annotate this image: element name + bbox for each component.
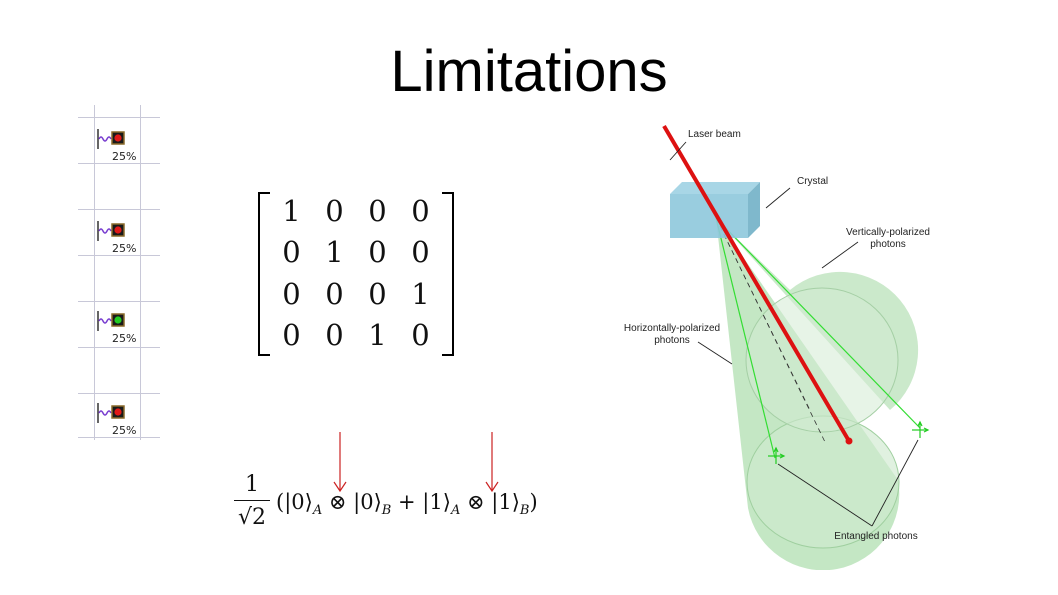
subscript: A: [312, 503, 323, 519]
measurement-device-icon: [97, 129, 125, 149]
grid-line: [94, 105, 95, 440]
grid-line: [78, 301, 160, 302]
fraction: 1 √2: [232, 472, 272, 533]
photon-path: [715, 217, 776, 459]
red-down-arrow: [485, 432, 499, 493]
matrix-cell: 1: [282, 193, 301, 228]
grid-line: [78, 209, 160, 210]
measurement-device-icon: [97, 403, 125, 423]
grid-line: [78, 347, 160, 348]
laser-endpoint: [845, 437, 853, 445]
cone-axis: [715, 217, 826, 443]
fraction-denominator: √2: [237, 505, 266, 530]
matrix-cell: 0: [325, 318, 344, 353]
matrix-cell: 0: [282, 318, 301, 353]
leader-line: [765, 187, 791, 209]
formula-part: ): [529, 490, 538, 514]
matrix-cell: 0: [411, 193, 430, 228]
probability-label: 25%: [112, 242, 137, 255]
formula-part: ⊗ |0⟩: [322, 490, 382, 514]
matrix-cell: 0: [282, 276, 301, 311]
cnot-matrix: 1 0 0 0 0 1 0 0 0 0 0 1 0 0 1 0: [258, 190, 454, 356]
matrix-cell: 0: [368, 235, 387, 270]
slide-title: Limitations: [390, 39, 668, 104]
probability-label: 25%: [112, 424, 137, 437]
matrix-right-bracket: [442, 192, 454, 356]
entangled-photons-label: Entangled photons: [834, 531, 917, 542]
qubit-measure-2: 25%: [96, 219, 152, 259]
spdc-diagram: Laser beam Crystal Vertically-polarized …: [624, 124, 930, 570]
matrix-cell: 1: [325, 235, 344, 270]
matrix-cell: 0: [282, 235, 301, 270]
formula-part: + |1⟩: [391, 490, 451, 514]
matrix-cell: 1: [368, 318, 387, 353]
qubit-panel: 25% 25% 25% 25%: [78, 105, 160, 440]
leader-line: [777, 463, 873, 527]
vertical-cone-base: [745, 287, 899, 433]
formula-part: (|0⟩: [276, 490, 313, 514]
matrix-cells: 1 0 0 0 0 1 0 0 0 0 0 1 0 0 1 0: [270, 190, 442, 356]
red-down-arrow: [333, 432, 347, 493]
qubit-measure-3: 25%: [96, 309, 152, 349]
photon-marker: [912, 420, 930, 438]
matrix-left-bracket: [258, 192, 270, 356]
horizontal-photons-label: photons: [654, 335, 690, 346]
subscript: A: [450, 503, 461, 519]
formula-arrows: [333, 432, 499, 493]
matrix-cell: 0: [325, 193, 344, 228]
matrix-cell: 0: [411, 235, 430, 270]
probability-label: 25%: [112, 150, 137, 163]
grid-line: [78, 437, 160, 438]
fraction-bar: [234, 500, 270, 501]
grid-line: [78, 255, 160, 256]
matrix-cell: 0: [368, 276, 387, 311]
vertical-photons-label: Vertically-polarized: [846, 227, 930, 238]
matrix-cell: 0: [368, 193, 387, 228]
formula-part: ⊗ |1⟩: [460, 490, 520, 514]
leader-line: [669, 141, 687, 161]
subscript: B: [519, 503, 530, 519]
measurement-device-icon: [97, 311, 125, 331]
grid-line: [140, 105, 141, 440]
grid-line: [78, 117, 160, 118]
leader-line: [821, 241, 859, 269]
leader-line: [697, 341, 733, 365]
probability-label: 25%: [112, 332, 137, 345]
grid-line: [78, 163, 160, 164]
formula-expression: (|0⟩A ⊗ |0⟩B + |1⟩A ⊗ |1⟩B): [276, 490, 538, 518]
subscript: B: [381, 503, 392, 519]
photon-marker: [768, 446, 786, 464]
measurement-device-icon: [97, 221, 125, 241]
vertical-photons-label: photons: [870, 239, 906, 250]
matrix-cell: 0: [411, 318, 430, 353]
matrix-cell: 0: [325, 276, 344, 311]
qubit-measure-1: 25%: [96, 127, 152, 167]
laser-beam-label: Laser beam: [688, 129, 741, 140]
horizontal-photons-label: Horizontally-polarized: [624, 323, 720, 334]
crystal-label: Crystal: [797, 176, 828, 187]
grid-line: [78, 393, 160, 394]
photon-path: [715, 217, 921, 429]
leader-line: [871, 439, 919, 527]
fraction-numerator: 1: [245, 472, 259, 497]
bell-state-formula: 1 √2 (|0⟩A ⊗ |0⟩B + |1⟩A ⊗ |1⟩B): [232, 472, 572, 542]
qubit-measure-4: 25%: [96, 401, 152, 441]
matrix-cell: 1: [411, 276, 430, 311]
laser-beam-line: [662, 124, 851, 443]
